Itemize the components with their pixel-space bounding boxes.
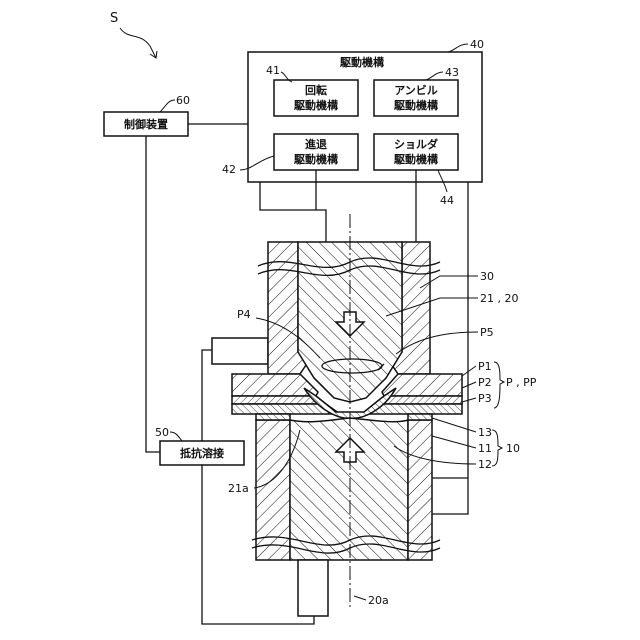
ref-13: 13 [478,426,492,439]
shoulder-drive-ref: 44 [440,194,454,207]
ref-10: 10 [506,442,520,455]
welder-to-electrode-line [202,350,212,441]
ref-21a: 21a [228,482,249,495]
bottom-rod [298,560,328,616]
advance-drive-ref: 42 [222,163,236,176]
anvil-drive-ref: 43 [445,66,459,79]
advance-drive-line1: 進退 [305,137,327,151]
advance-drive-line2: 駆動機構 [294,152,338,166]
controller-to-welder-line [146,136,160,452]
controller-ref: 60 [176,94,190,107]
ref-21-20: 21 , 20 [480,292,518,305]
shoulder-drive-line1: ショルダ [394,137,438,151]
drive-mechanism-ref: 40 [470,38,484,51]
ref-11: 11 [478,442,492,455]
figure-label-arrow [120,28,156,58]
ref-p4: P4 [237,308,251,321]
figure-label: S [110,11,118,26]
ref-p5: P5 [480,326,494,339]
anvil-left [256,420,290,560]
r10-brace [492,430,502,466]
resistance-welder-ref: 50 [155,426,169,439]
drive-mechanism-title: 駆動機構 [340,55,384,69]
anvil-right [408,420,432,560]
anvil-drive-line2: 駆動機構 [394,98,438,112]
rotation-drive-ref: 41 [266,64,280,77]
ref-30: 30 [480,270,494,283]
controller-label: 制御装置 [124,117,168,131]
ref-p1: P1 [478,360,492,373]
rotation-drive-line2: 駆動機構 [294,98,338,112]
resistance-welder-label: 抵抗溶接 [180,446,224,460]
shoulder-drive-line2: 駆動機構 [394,152,438,166]
electrode-box [212,338,268,364]
plate-p1 [232,374,318,396]
ref-20a: 20a [368,594,389,607]
rotation-drive-line1: 回転 [305,83,327,97]
ref-p3: P3 [478,392,492,405]
p-brace [494,362,504,408]
ref-p-group: P , PP [506,376,537,389]
anvil-drive-line1: アンビル [394,83,438,97]
ref-p2: P2 [478,376,492,389]
ref-12: 12 [478,458,492,471]
